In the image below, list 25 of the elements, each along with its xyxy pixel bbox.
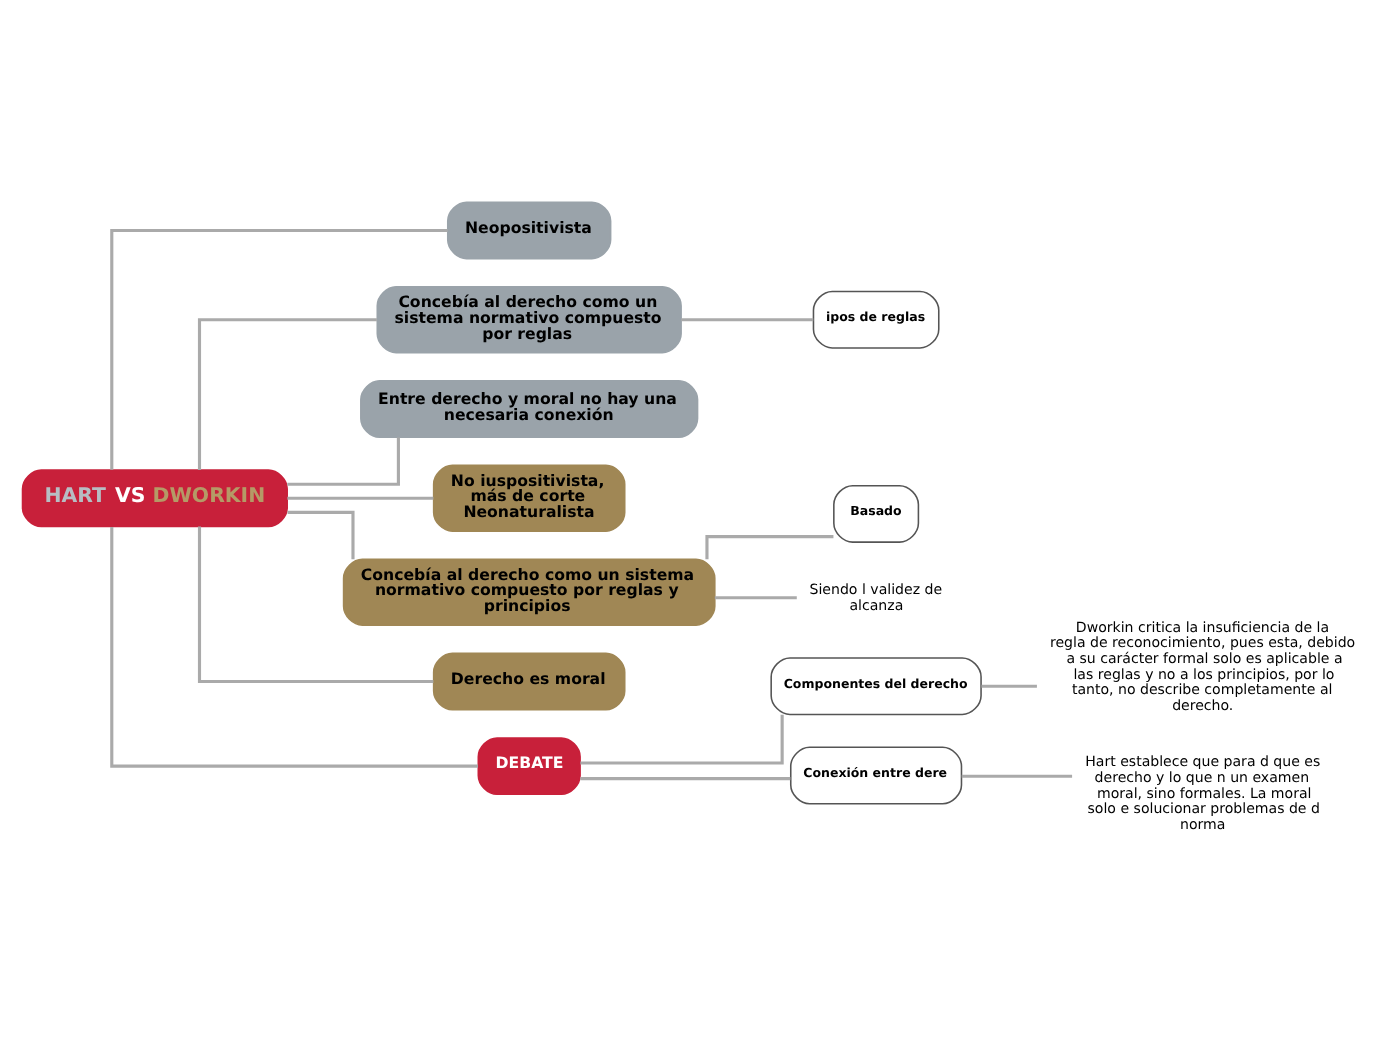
node-text: Siendo l validez de alcanza <box>809 579 943 613</box>
connector <box>287 436 400 485</box>
node-box: Concebía al derecho como un sistema normativo compuesto por reglas y principios <box>342 557 716 625</box>
node-box: No iuspositivista, más de corte Neonaturalista <box>432 463 626 531</box>
node-box: DEBATE <box>477 736 581 795</box>
connector <box>287 495 434 499</box>
node-box: Neopositivista <box>446 200 612 259</box>
connector <box>110 227 448 469</box>
node-box: Concebía al derecho como un sistema normativo compuesto por reglas <box>376 285 682 353</box>
connector <box>580 776 791 780</box>
node-box: HART VS DWORKIN <box>21 468 288 527</box>
connector <box>681 317 814 321</box>
connector <box>714 595 797 599</box>
connector <box>110 525 478 767</box>
connector <box>197 525 434 683</box>
connector <box>197 317 377 469</box>
connector <box>705 534 834 559</box>
connector <box>580 713 784 764</box>
node-box: Entre derecho y moral no hay una necesaria conexión <box>360 379 699 437</box>
connector <box>981 683 1037 687</box>
connector <box>287 509 355 559</box>
node-box: Derecho es moral <box>432 651 626 710</box>
connector <box>961 773 1073 777</box>
node-text: Hart establece que para d que es derecho y lo que n un examen moral, sino formales. La moral solo e solucionar problemas de d norma <box>1085 751 1321 833</box>
node-text: Dworkin critica la insuficiencia de la regla de reconocimiento, pues esta, debido a su carácter formal solo es aplicable a las reglas y no a los principios, por lo tanto, no describe completamente al derecho. <box>1049 616 1356 714</box>
